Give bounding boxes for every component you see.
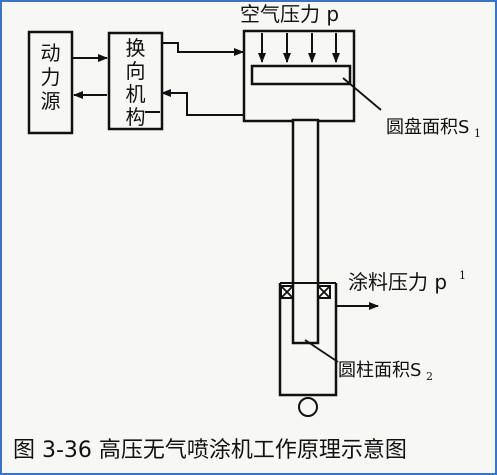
disk-area-label: 圆盘面积S (386, 117, 469, 138)
coating-pressure-superscript: 1 (459, 269, 466, 282)
figure-caption: 图 3-36 高压无气喷涂机工作原理示意图 (13, 438, 407, 463)
reversing-mechanism-char-2: 向 (126, 59, 146, 83)
column-area-label: 圆柱面积S (338, 360, 421, 381)
reversing-mechanism-char-4: 构 (126, 105, 146, 129)
power-source-char-1: 动 (41, 41, 61, 65)
left-seal-cross-icon (280, 285, 294, 299)
cylinder-to-reversing-lower-connector (161, 89, 243, 116)
piston-rod (291, 118, 320, 345)
coating-pressure-label: 涂料压力 p (348, 270, 447, 294)
air-pressure-label: 空气压力 p (240, 2, 339, 26)
power-source-char-2: 力 (41, 65, 61, 89)
power-source-char-3: 源 (41, 89, 61, 113)
disk-area-leader (342, 77, 382, 111)
column-area-subscript: 2 (426, 370, 433, 383)
power-source-box (27, 30, 74, 135)
valve-circle (298, 397, 318, 417)
coating-cylinder-walls (278, 283, 338, 397)
right-seal-cross-icon (317, 285, 331, 299)
disk-area-subscript: 1 (474, 127, 481, 140)
column-area-leader (304, 339, 339, 363)
reversing-mechanism-char-1: 换 (126, 36, 146, 60)
reversing-to-cylinder-upper-connector (162, 42, 244, 56)
reversing-mechanism-char-3: 机 (126, 82, 146, 106)
piston-disk (250, 64, 352, 86)
